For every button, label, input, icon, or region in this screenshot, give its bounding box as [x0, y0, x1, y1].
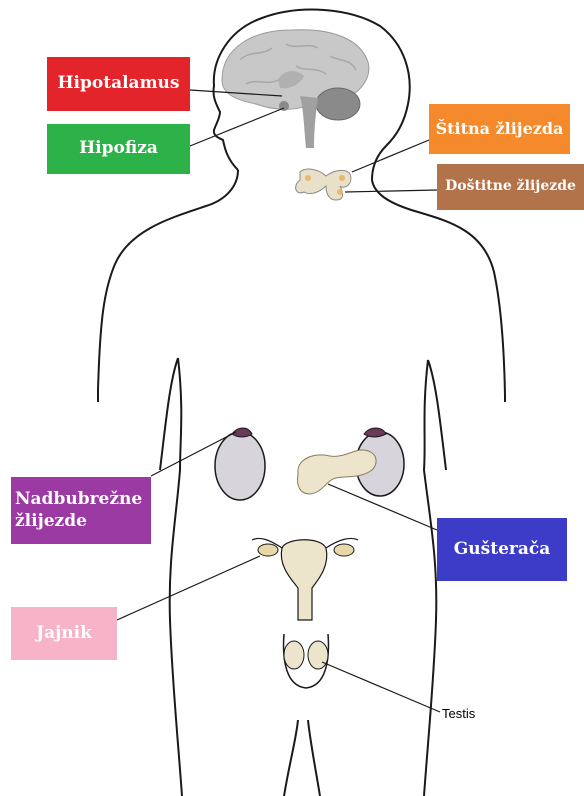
- label-hipofiza: Hipofiza: [47, 124, 190, 174]
- label-nadbubrezne-line2: žlijezde: [15, 511, 142, 532]
- leader-stitna: [352, 140, 429, 172]
- ovary-right: [334, 544, 354, 556]
- leg-inner-left: [284, 720, 298, 796]
- parathyroid-1: [305, 175, 311, 181]
- hip-outline-left: [170, 358, 182, 796]
- cerebellum: [316, 88, 360, 120]
- label-dostitne-zlijezde: Doštitne žlijezde: [437, 164, 584, 210]
- arm-inner-right: [428, 360, 446, 470]
- arm-inner-left: [160, 358, 178, 470]
- uterus: [281, 540, 327, 620]
- label-nadbubrezne-line1: Nadbubrežne: [15, 489, 142, 510]
- label-testis: Testis: [442, 706, 475, 721]
- kidney-left: [215, 432, 265, 500]
- torso-outline-left: [98, 170, 238, 402]
- label-gusteraca: Gušterača: [437, 518, 567, 581]
- adrenal-right: [364, 428, 386, 437]
- label-stitna-zlijezda: Štitna žlijezda: [429, 104, 570, 154]
- ovary-left: [258, 544, 278, 556]
- label-nadbubrezne-zlijezde: Nadbubrežne žlijezde: [11, 477, 151, 544]
- leader-dostitne: [345, 190, 437, 192]
- label-jajnik: Jajnik: [11, 607, 117, 660]
- label-hipotalamus: Hipotalamus: [47, 57, 190, 111]
- thyroid-gland: [296, 169, 351, 200]
- parathyroid-2: [339, 175, 345, 181]
- hip-outline-right: [424, 360, 436, 796]
- leg-inner-right: [308, 720, 320, 796]
- leader-testis: [322, 662, 440, 712]
- leader-jajnik: [117, 556, 260, 620]
- testis-right: [308, 641, 328, 669]
- brainstem: [300, 96, 318, 148]
- parathyroid-3: [337, 189, 343, 195]
- torso-outline-right: [372, 180, 505, 402]
- leader-hipofiza: [190, 108, 284, 146]
- testis-left: [284, 641, 304, 669]
